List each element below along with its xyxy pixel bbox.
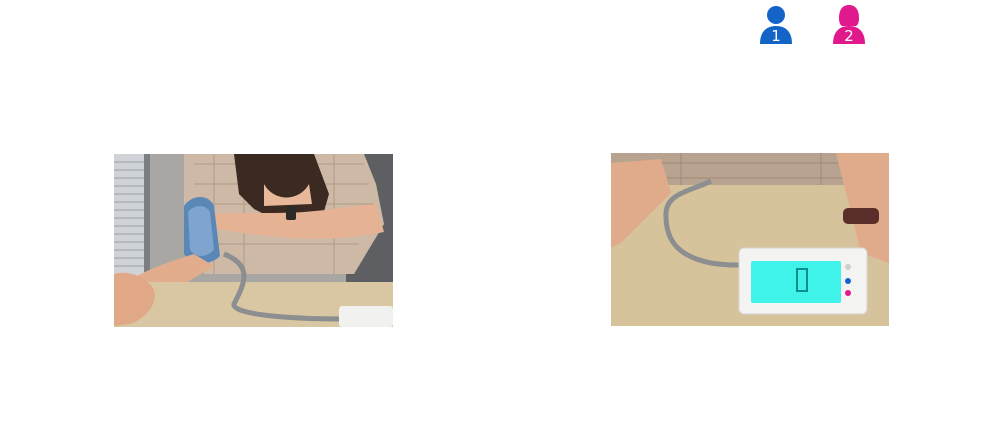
photo-cuff-application [114,154,393,327]
monitor-photo-illustration [611,153,889,326]
user-2-number: 2 [844,27,854,45]
user-2-icon[interactable]: 2 [831,4,867,46]
cuff-photo-illustration [114,154,393,327]
person-silhouette-icon [760,6,792,44]
user-1-icon[interactable]: 1 [758,4,794,46]
person-silhouette-female-icon [833,5,865,44]
photo-monitor-display [611,153,889,326]
user-1-number: 1 [771,27,781,45]
